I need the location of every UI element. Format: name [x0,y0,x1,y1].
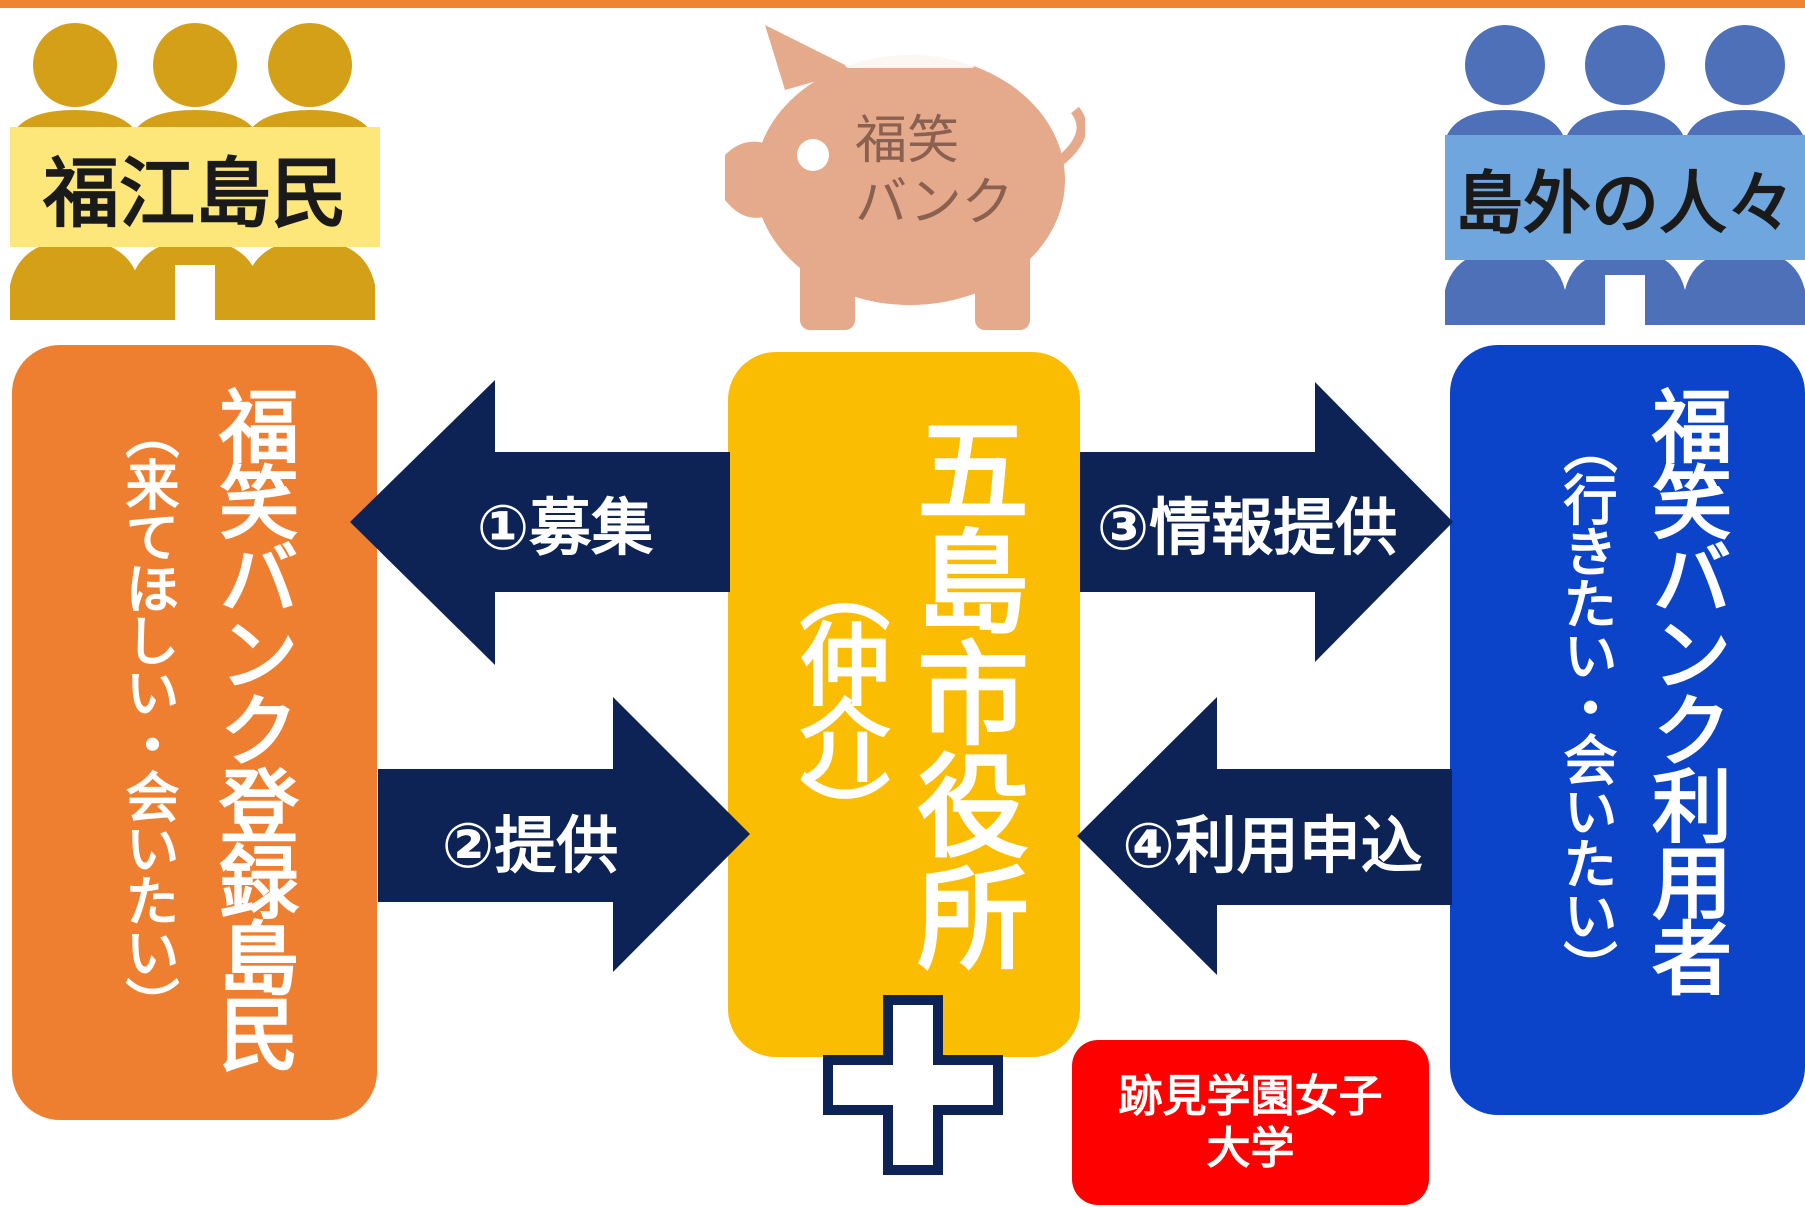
arrow-application-left [1077,697,1452,975]
right-box-title: 福笑バンク利用者 [1639,385,1732,993]
center-box-subtitle: （仲介） [784,542,889,846]
pig-label-line2: バンク [855,173,1014,233]
piggy-bank-shape [725,25,1087,330]
people-group-icon [10,23,375,320]
center-box-title: 五島市役所 [898,412,1028,972]
right-people-group-icon: 島外の人々 [1445,20,1805,325]
piggy-bank-icon: 福笑 バンク [725,15,1087,335]
arrow-recruit-label: ①募集 [476,491,654,564]
goto-city-office-box: 五島市役所 （仲介） [728,352,1080,1057]
left-box-title: 福笑バンク登録島民 [206,385,299,1069]
arrow-provide-label: ②提供 [441,809,619,882]
university-name-line1: 跡見学園女子 [1118,1070,1383,1122]
arrow-information-label: ③情報提供 [1096,491,1398,564]
top-border [0,0,1805,8]
left-group-label-text: 福江島民 [43,149,347,238]
bank-users-box: 福笑バンク利用者 （行きたい・会いたい） [1450,345,1805,1115]
right-box-subtitle: （行きたい・会いたい） [1554,420,1617,992]
left-people-group-icon: 福江島民 [10,15,380,320]
people-group-icon [1445,25,1805,325]
arrow-application-label: ④利用申込 [1122,809,1423,882]
left-box-subtitle: （来てほしい・会いたい） [116,405,179,1029]
pig-label-line1: 福笑 [855,111,960,171]
left-group-label: 福江島民 [10,127,380,247]
registered-islanders-box: 福笑バンク登録島民 （来てほしい・会いたい） [12,345,377,1120]
plus-icon [823,995,1003,1175]
arrow-recruit-left [350,380,730,665]
right-group-label: 島外の人々 [1445,135,1805,260]
arrow-information-right [1080,382,1453,662]
atomi-university-box: 跡見学園女子 大学 [1072,1040,1429,1205]
university-name-line2: 大学 [1206,1122,1295,1174]
arrow-provide-right [378,697,750,972]
right-group-label-text: 島外の人々 [1454,165,1795,244]
pig-label: 福笑 バンク [855,110,1014,234]
